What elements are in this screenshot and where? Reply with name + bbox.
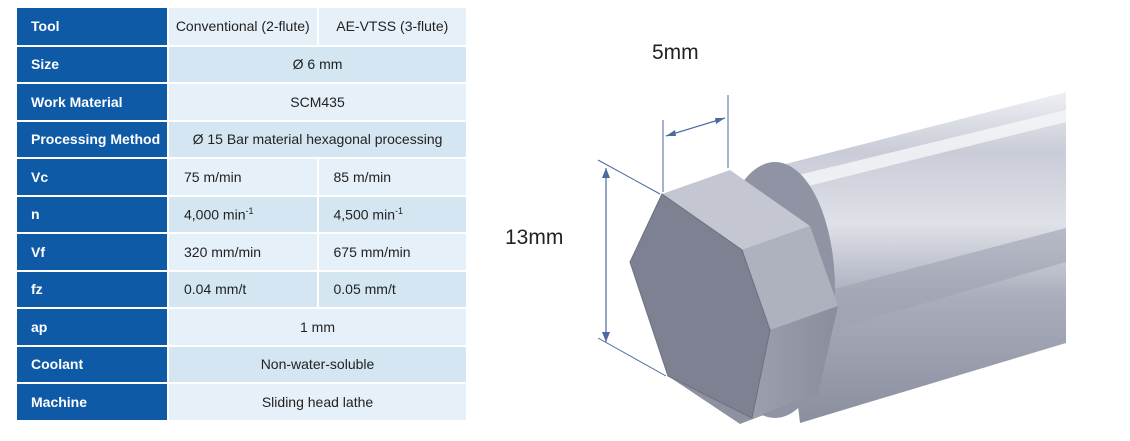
table-row-vf: Vf 320 mm/min 675 mm/min — [17, 233, 468, 272]
n-ae-vtss-exponent: -1 — [394, 205, 403, 216]
table-row-coolant: Coolant Non-water-soluble — [17, 345, 468, 384]
hex-front-face — [629, 193, 771, 419]
row-label-ap: ap — [17, 308, 169, 347]
width-arrow-right — [715, 118, 725, 124]
bar-shadow-band — [830, 228, 1066, 330]
row-label-vc: Vc — [17, 158, 169, 197]
n-conventional-exponent: -1 — [245, 205, 254, 216]
cell-size: Ø 6 mm — [168, 45, 468, 84]
cell-vf-ae-vtss: 675 mm/min — [317, 233, 468, 272]
row-label-size: Size — [17, 45, 169, 84]
cutting-conditions-table: Tool Conventional (2-flute) AE-VTSS (3-f… — [17, 8, 468, 422]
hex-bottom-face — [668, 376, 818, 424]
hex-right-bottom-face — [752, 306, 838, 418]
bar-highlight — [786, 110, 1066, 190]
cell-ap: 1 mm — [168, 308, 468, 347]
table-row-ap: ap 1 mm — [17, 308, 468, 347]
cell-fz-conventional: 0.04 mm/t — [168, 270, 319, 309]
height-extension-top — [597, 159, 661, 195]
width-arrow-left — [666, 130, 676, 136]
cell-tool-conventional: Conventional (2-flute) — [168, 8, 319, 47]
table-row-machine: Machine Sliding head lathe — [17, 383, 468, 422]
cell-vc-ae-vtss: 85 m/min — [317, 158, 468, 197]
cell-vf-conventional: 320 mm/min — [168, 233, 319, 272]
row-label-vf: Vf — [17, 233, 169, 272]
width-dimension-line — [665, 117, 726, 137]
row-label-work-material: Work Material — [17, 83, 169, 122]
hexagonal-bar-diagram — [597, 92, 1066, 424]
row-label-machine: Machine — [17, 383, 169, 422]
height-arrow-top — [602, 168, 610, 178]
table-row-vc: Vc 75 m/min 85 m/min — [17, 158, 468, 197]
row-label-fz: fz — [17, 270, 169, 309]
cell-n-conventional: 4,000 min-1 — [168, 195, 319, 234]
table-row-work-material: Work Material SCM435 — [17, 83, 468, 122]
height-arrow-bottom — [602, 332, 610, 342]
cell-vc-conventional: 75 m/min — [168, 158, 319, 197]
cell-n-ae-vtss: 4,500 min-1 — [317, 195, 468, 234]
cell-fz-ae-vtss: 0.05 mm/t — [317, 270, 468, 309]
table-row-processing-method: Processing Method Ø 15 Bar material hexa… — [17, 120, 468, 159]
hex-top-face — [662, 170, 810, 250]
row-label-tool: Tool — [17, 8, 169, 47]
row-label-processing-method: Processing Method — [17, 120, 169, 159]
cell-work-material: SCM435 — [168, 83, 468, 122]
hex-right-top-face — [742, 226, 838, 330]
table-row-tool: Tool Conventional (2-flute) AE-VTSS (3-f… — [17, 8, 468, 47]
n-ae-vtss-value: 4,500 min — [333, 206, 395, 223]
n-conventional-value: 4,000 min — [184, 206, 246, 223]
cell-tool-ae-vtss: AE-VTSS (3-flute) — [317, 8, 468, 47]
cell-processing-method: Ø 15 Bar material hexagonal processing — [168, 120, 468, 159]
width-dimension-label: 5mm — [652, 41, 699, 64]
table-row-fz: fz 0.04 mm/t 0.05 mm/t — [17, 270, 468, 309]
height-extension-bottom — [597, 337, 667, 377]
row-label-coolant: Coolant — [17, 345, 169, 384]
table-row-n: n 4,000 min-1 4,500 min-1 — [17, 195, 468, 234]
row-label-n: n — [17, 195, 169, 234]
cell-machine: Sliding head lathe — [168, 383, 468, 422]
height-dimension-label: 13mm — [505, 226, 564, 249]
table-row-size: Size Ø 6 mm — [17, 45, 468, 84]
cell-coolant: Non-water-soluble — [168, 345, 468, 384]
